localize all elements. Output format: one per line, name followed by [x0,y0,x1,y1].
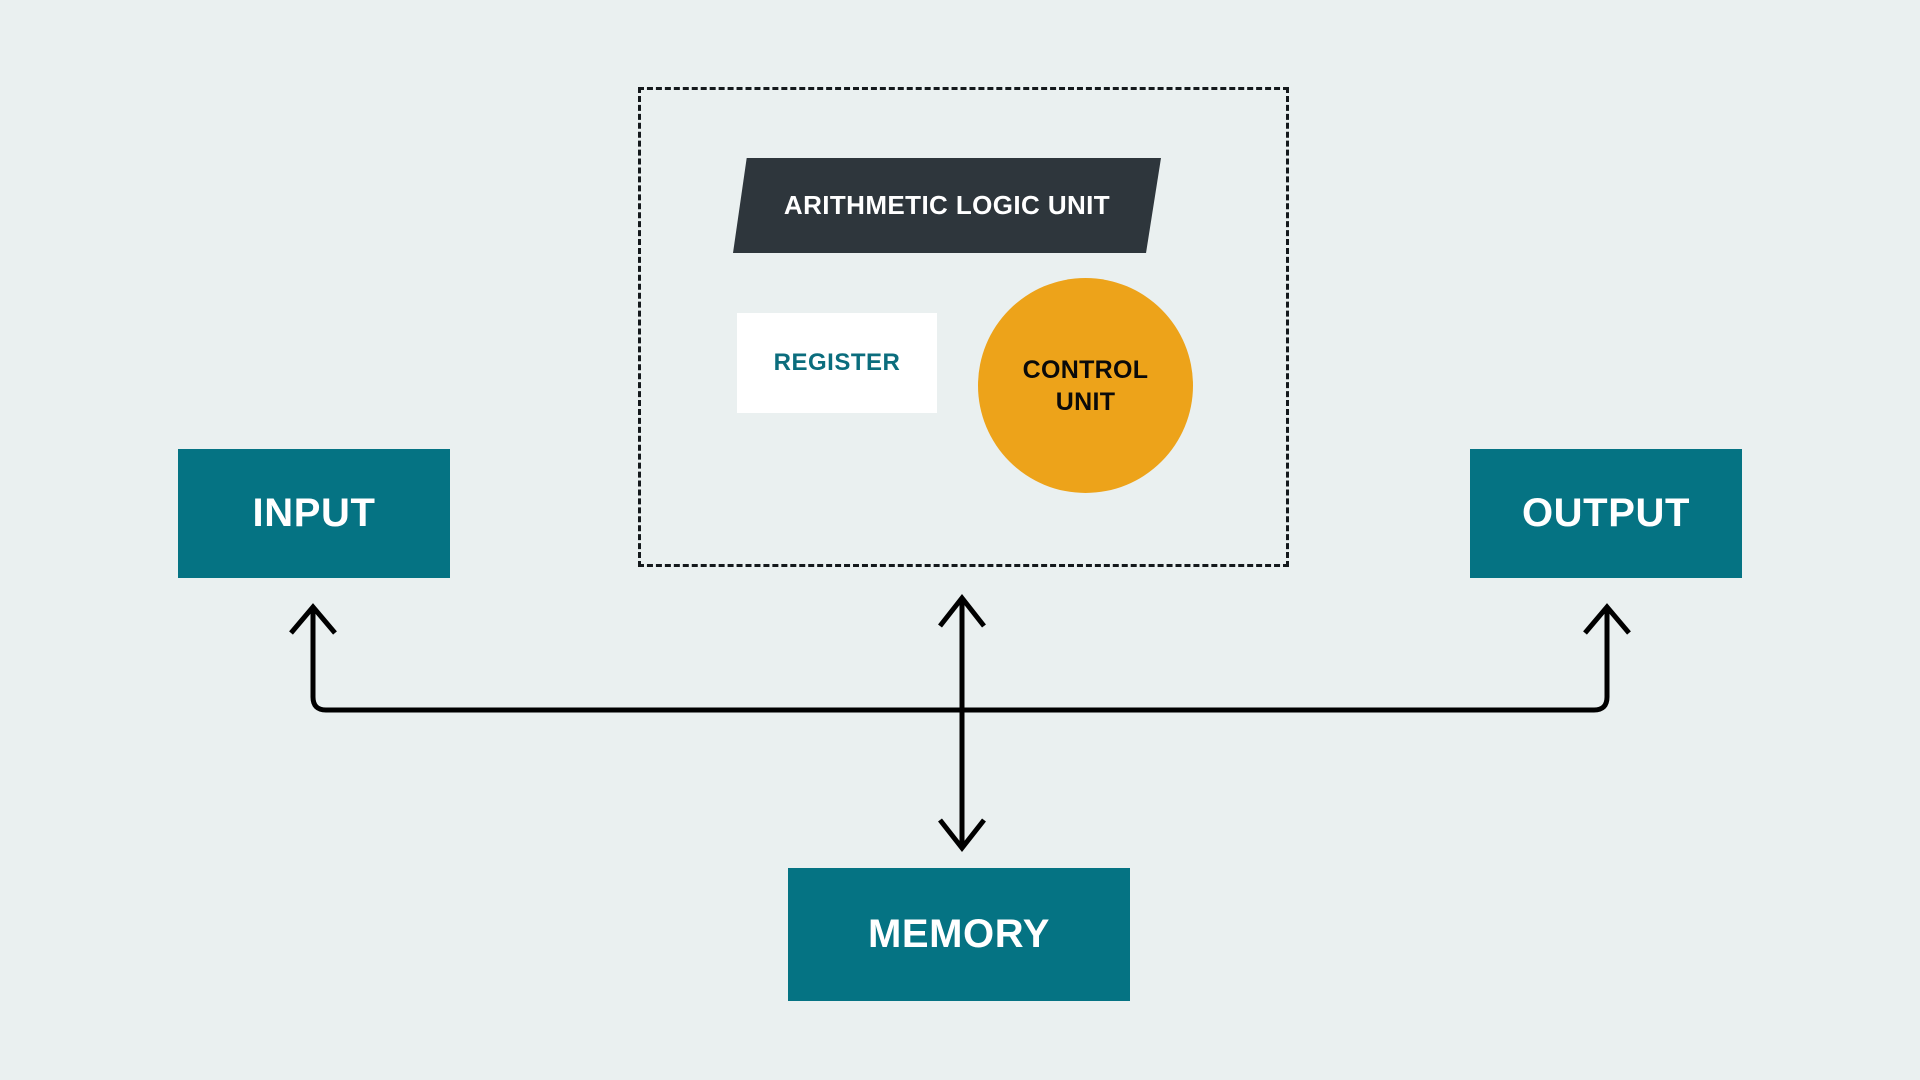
output-label: OUTPUT [1521,491,1691,535]
output-block[interactable]: OUTPUT [1470,449,1742,578]
input-label: INPUT [252,491,376,535]
arrowhead-output-icon [1583,603,1631,635]
memory-label: MEMORY [867,912,1051,956]
alu-block[interactable]: ARITHMETIC LOGIC UNIT [733,158,1161,253]
arrowhead-cpu-icon [938,593,986,628]
system-bus-path [310,610,1610,713]
control-unit-label-line1: CONTROL [1022,355,1149,384]
register-label: REGISTER [773,349,901,376]
input-block[interactable]: INPUT [178,449,450,578]
alu-label: ARITHMETIC LOGIC UNIT [783,190,1111,220]
register-block[interactable]: REGISTER [737,313,937,413]
memory-block[interactable]: MEMORY [788,868,1130,1001]
cpu-boundary [638,87,1289,567]
control-unit-label-line2: UNIT [1055,387,1116,416]
arrowhead-memory-icon [938,818,986,853]
arrowhead-input-icon [289,603,337,635]
control-unit-block[interactable]: CONTROL UNIT [978,278,1193,493]
